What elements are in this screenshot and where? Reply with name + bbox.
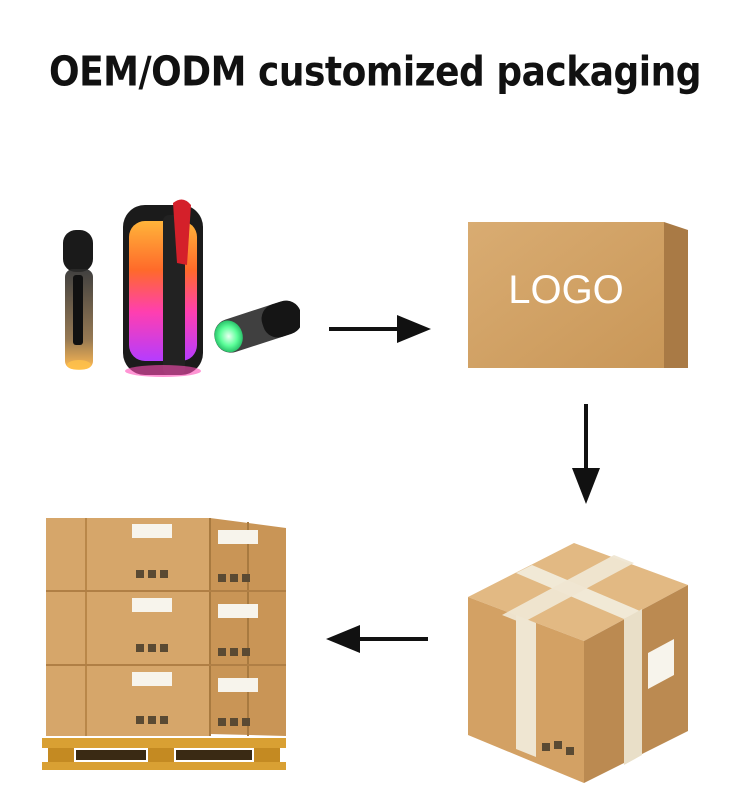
microphone-left-icon bbox=[63, 230, 93, 370]
taped-carton-icon bbox=[468, 543, 688, 783]
arrow-left-icon bbox=[326, 625, 428, 653]
page-title: OEM/ODM customized packaging bbox=[48, 48, 702, 97]
palletized-cartons-icon bbox=[42, 518, 286, 770]
box-logo-text: LOGO bbox=[508, 268, 624, 312]
pallet-image bbox=[42, 518, 286, 770]
retail-box: LOGO bbox=[468, 220, 690, 370]
shipping-carton-image bbox=[468, 543, 688, 783]
product-image bbox=[63, 199, 300, 377]
logo-box-icon bbox=[468, 222, 688, 368]
arrow-down-icon bbox=[572, 404, 600, 504]
arrow-right-icon bbox=[329, 315, 431, 343]
microphone-right-icon bbox=[214, 300, 300, 353]
speaker-icon bbox=[123, 199, 203, 377]
